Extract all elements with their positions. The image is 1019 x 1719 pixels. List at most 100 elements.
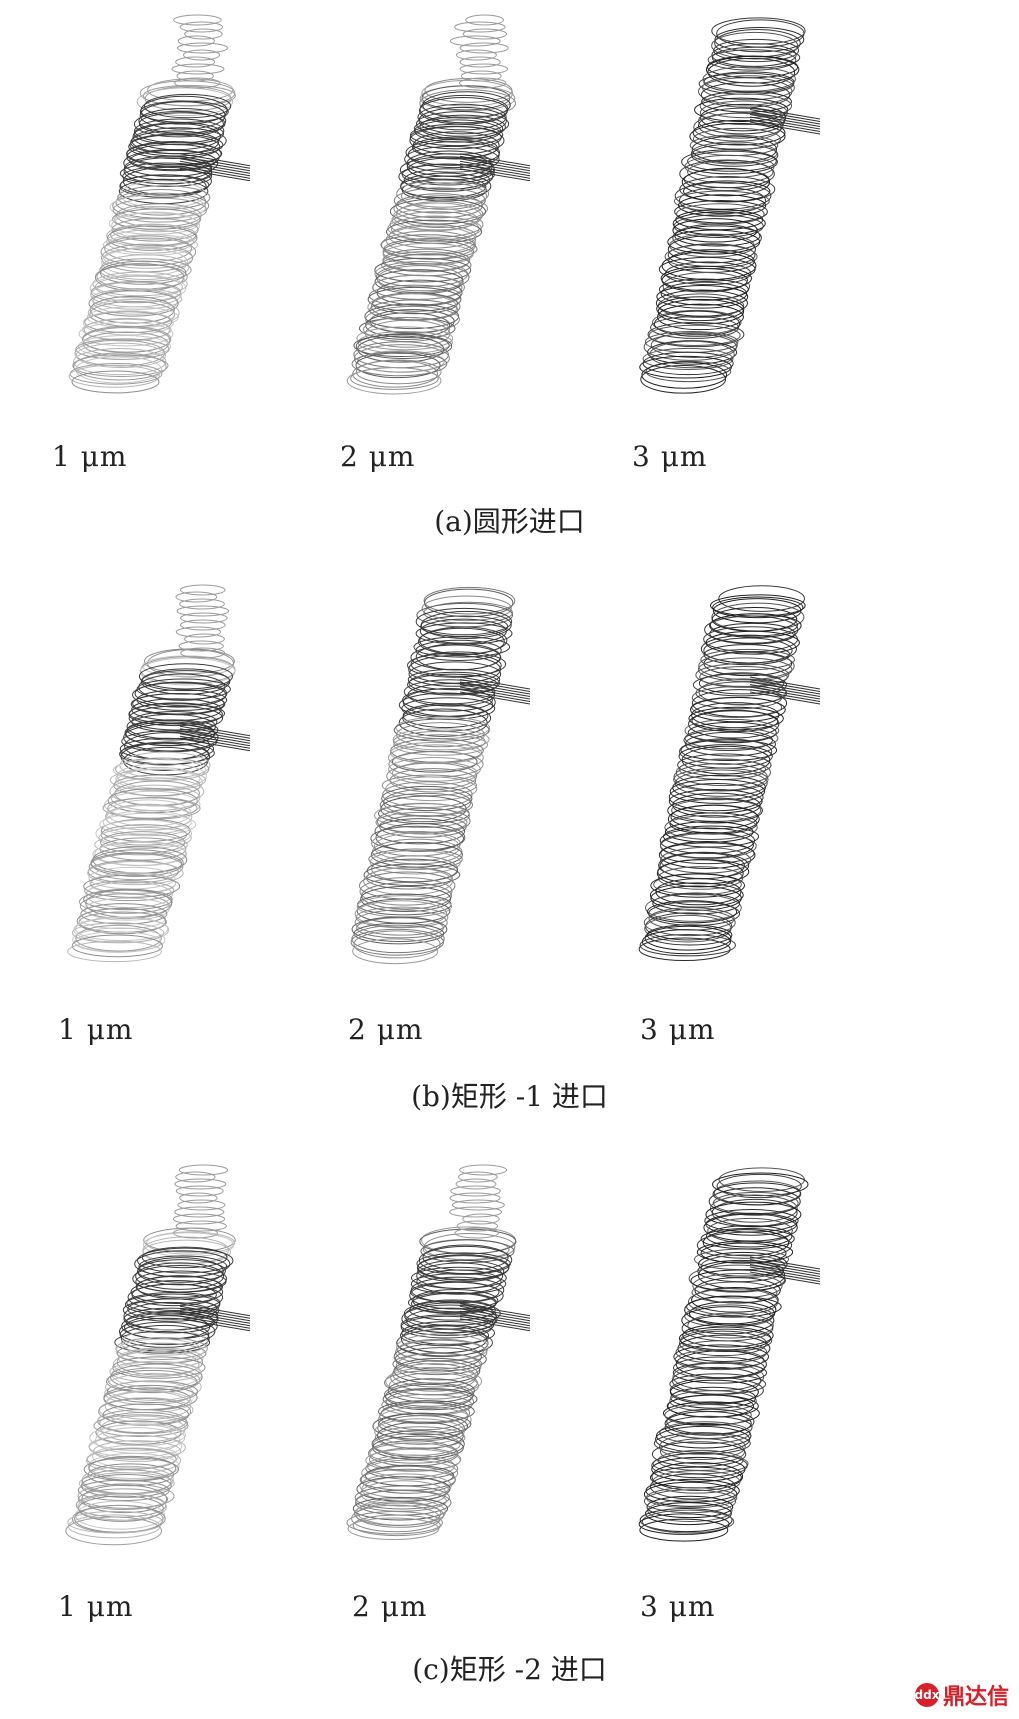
trajectory-ring: [667, 797, 763, 824]
inlet-line: [749, 1259, 821, 1272]
trajectory-ring: [419, 114, 506, 140]
trajectory-ring: [89, 1424, 186, 1452]
inlet-line: [179, 738, 251, 752]
trajectory-ring: [648, 324, 741, 346]
trajectory-ring: [413, 636, 511, 658]
trajectory-ring: [688, 709, 780, 739]
outlet-wisp: [458, 77, 507, 89]
trajectory-ring: [711, 31, 799, 60]
trajectory-ring: [649, 340, 735, 369]
trajectory-ring: [677, 753, 772, 777]
trajectory-ring: [77, 1488, 169, 1510]
inlet-line: [459, 158, 531, 172]
outlet-wisp: [175, 1220, 227, 1232]
trajectory-ring: [687, 150, 777, 172]
trajectory-ring: [419, 1228, 517, 1255]
trajectory-ring: [99, 1412, 188, 1435]
trajectory-ring: [138, 107, 227, 134]
inlet-line: [179, 165, 251, 179]
group-caption: (c)矩形 -2 进口: [412, 1653, 607, 1686]
trajectory-ring: [667, 229, 761, 255]
trajectory-ring: [382, 781, 473, 808]
trajectory-ring: [120, 741, 215, 765]
panel-c-1: [40, 1160, 340, 1580]
trajectory-ring: [388, 1372, 479, 1400]
trajectory-ring: [383, 1382, 475, 1407]
trajectory-ring: [360, 885, 452, 912]
inlet-line: [749, 119, 821, 132]
trajectory-ring: [677, 194, 767, 217]
watermark-logo: ddx 鼎达信: [915, 1679, 1009, 1711]
group-a: 1 μm 2 μm 3 μm (a)圆形进口: [0, 0, 1019, 538]
trajectory-ring: [641, 361, 728, 389]
trajectory-ring: [372, 1412, 468, 1440]
trajectory-ring: [691, 143, 779, 167]
trajectory-ring: [94, 833, 188, 856]
trajectory-ring: [365, 305, 460, 334]
outlet-wisp: [462, 28, 508, 40]
trajectory-ring: [352, 1496, 449, 1521]
trajectory-ring: [75, 924, 162, 952]
trajectory-ring: [141, 1246, 228, 1269]
inlet-line: [179, 1318, 251, 1332]
trajectory-ring: [653, 310, 741, 337]
inlet-line: [179, 155, 251, 169]
trajectory-ring: [658, 256, 756, 282]
trajectory-ring: [75, 356, 163, 384]
inlet-line: [459, 676, 531, 690]
trajectory-ring: [692, 127, 782, 150]
trajectory-ring: [106, 223, 198, 248]
trajectory-ring: [393, 718, 490, 742]
trajectory-ring: [643, 333, 737, 361]
trajectory-ring: [93, 1440, 182, 1462]
inlet-line: [749, 121, 821, 135]
trajectory-ring: [407, 673, 498, 696]
trajectory-ring: [705, 1201, 802, 1228]
trajectory-ring: [126, 142, 223, 166]
trajectory-ring: [392, 728, 490, 751]
inlet-line: [459, 1310, 531, 1324]
trajectory-ring: [359, 1473, 452, 1499]
trajectory-ring: [407, 668, 501, 691]
inlet-line: [749, 111, 821, 125]
trajectory-ring: [87, 1452, 180, 1480]
trajectory-ring: [417, 627, 505, 656]
trajectory-ring: [664, 1411, 752, 1436]
outlet-wisp: [176, 70, 214, 82]
trajectory-ring: [78, 889, 173, 914]
inlet-line: [179, 723, 251, 737]
trajectory-ring: [651, 309, 742, 336]
trajectory-ring: [120, 742, 211, 771]
trajectory-ring: [139, 657, 236, 686]
trajectory-ring: [119, 180, 206, 209]
trajectory-ring: [395, 1333, 489, 1363]
trajectory-ring: [712, 1182, 802, 1206]
trajectory-ring: [411, 136, 498, 159]
trajectory-ring: [415, 639, 502, 662]
trajectory-ring: [404, 145, 500, 173]
trajectory-ring: [691, 1281, 778, 1304]
trajectory-ring: [681, 167, 771, 197]
outlet-wisp: [459, 42, 509, 54]
outlet-wisp: [174, 1206, 225, 1218]
trajectory-ring: [640, 364, 727, 394]
outlet-wisp: [180, 612, 228, 624]
trajectory-ring: [88, 290, 179, 317]
trajectory-ring: [708, 1187, 801, 1216]
trajectory-ring: [697, 657, 793, 682]
trajectory-ring: [421, 79, 514, 107]
trajectory-ring: [408, 671, 500, 695]
trajectory-ring: [659, 852, 745, 880]
trajectory-ring: [93, 1414, 189, 1437]
trajectory-ring: [687, 160, 774, 184]
trajectory-ring: [692, 673, 788, 697]
trajectory-ring: [701, 75, 795, 101]
trajectory-ring: [398, 708, 488, 737]
outlet-wisp: [459, 56, 501, 68]
trajectory-ring: [645, 360, 732, 383]
trajectory-ring: [68, 364, 160, 388]
trajectory-ring: [383, 237, 478, 260]
trajectory-ring: [705, 1212, 798, 1236]
trajectory-ring: [143, 93, 232, 119]
trajectory-ring: [385, 1388, 475, 1415]
